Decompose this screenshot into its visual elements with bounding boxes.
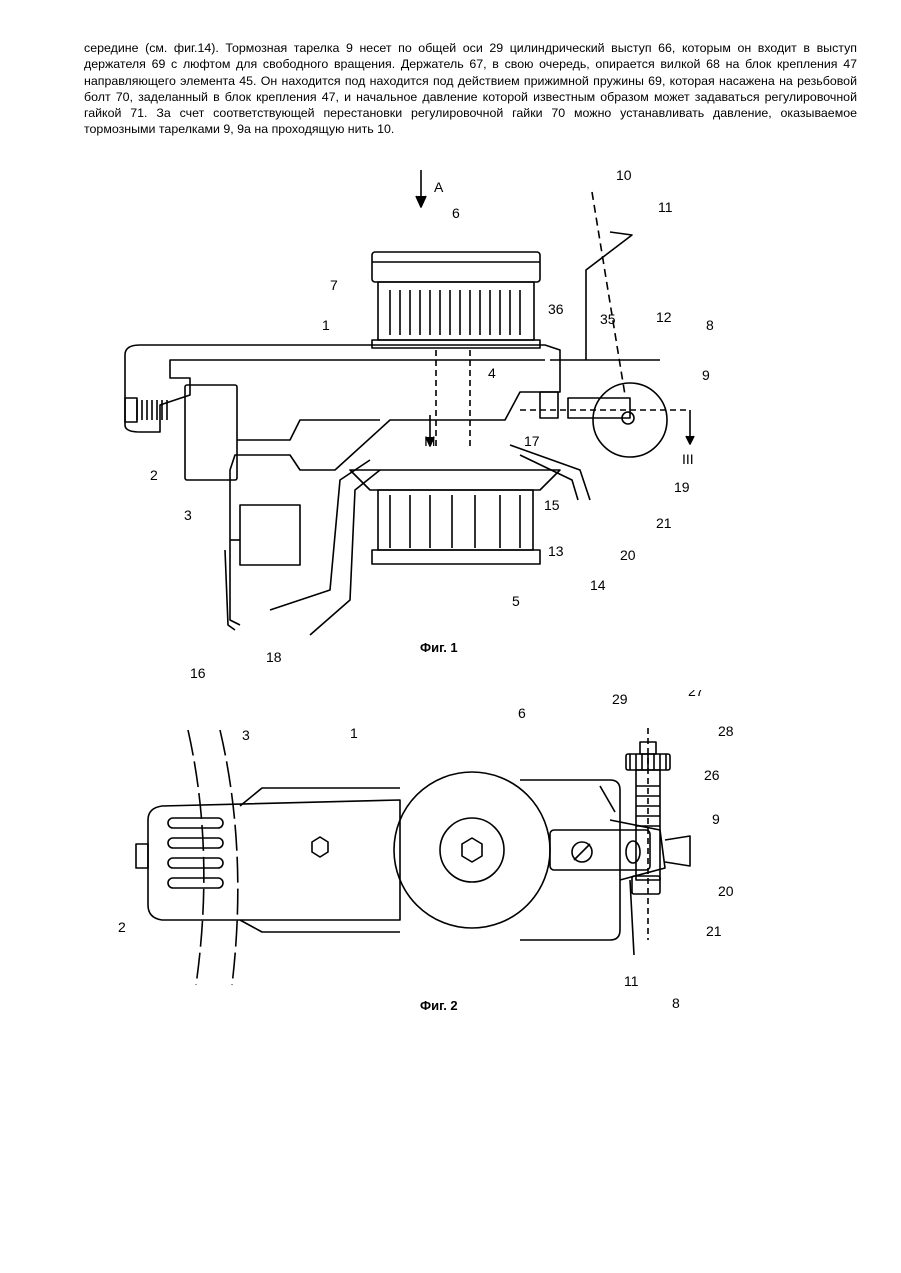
disc-6 xyxy=(394,772,550,928)
label-13: 13 xyxy=(548,543,564,559)
label-21: 21 xyxy=(706,923,722,939)
label-6: 6 xyxy=(452,205,460,221)
label-3: 3 xyxy=(184,507,192,523)
bearing-36 xyxy=(540,392,558,418)
label-section-left: III xyxy=(424,433,436,449)
label-7: 7 xyxy=(330,277,338,293)
label-1: 1 xyxy=(322,317,330,333)
label-10: 10 xyxy=(616,167,632,183)
label-6: 6 xyxy=(518,705,526,721)
label-1: 1 xyxy=(350,725,358,741)
label-3: 3 xyxy=(242,727,250,743)
label-8: 8 xyxy=(672,995,680,1011)
label-21: 21 xyxy=(656,515,672,531)
bolt-2 xyxy=(136,844,148,868)
label-18: 18 xyxy=(266,649,282,665)
label-27: 27 xyxy=(688,690,704,699)
label-4: 4 xyxy=(488,365,496,381)
label-5: 5 xyxy=(512,593,520,609)
label-a: A xyxy=(434,179,444,195)
label-19: 19 xyxy=(674,479,690,495)
holder-block xyxy=(550,830,650,870)
label-section-right: III xyxy=(682,451,694,467)
label-11: 11 xyxy=(624,973,639,989)
label-36: 36 xyxy=(548,301,564,317)
label-35: 35 xyxy=(600,311,616,327)
label-2: 2 xyxy=(118,919,126,935)
brake-disc-9 xyxy=(520,383,694,457)
shaft-4 xyxy=(436,350,470,450)
guide-wire-13-14 xyxy=(510,445,590,500)
threaded-bolt-26 xyxy=(626,728,670,940)
label-28: 28 xyxy=(718,723,734,739)
label-8: 8 xyxy=(706,317,714,333)
housing-1 xyxy=(148,788,400,932)
thread-bracket-11-12 xyxy=(550,232,660,360)
figure-1-drawing: A 6 7 1 4 36 35 12 8 9 10 11 2 3 17 19 2… xyxy=(0,160,901,700)
figure-2-caption: Фиг. 2 xyxy=(420,998,458,1013)
figure-2-drawing: 3 1 6 29 27 28 26 9 20 2 21 11 8 xyxy=(0,690,901,1020)
ribbed-drum-7 xyxy=(372,282,540,348)
label-12: 12 xyxy=(656,309,672,325)
housing-arm-1 xyxy=(125,345,560,625)
label-29: 29 xyxy=(612,691,628,707)
label-14: 14 xyxy=(590,577,606,593)
guide-wire-16-18 xyxy=(225,460,380,635)
label-17: 17 xyxy=(524,433,540,449)
label-2: 2 xyxy=(150,467,158,483)
disc-6 xyxy=(372,252,540,282)
label-9: 9 xyxy=(702,367,710,383)
label-20: 20 xyxy=(620,547,636,563)
label-9: 9 xyxy=(712,811,720,827)
label-15: 15 xyxy=(544,497,560,513)
label-16: 16 xyxy=(190,665,206,681)
thread-10 xyxy=(592,192,625,395)
view-arrow-icon xyxy=(416,170,426,207)
figure-1-caption: Фиг. 1 xyxy=(420,640,458,655)
label-26: 26 xyxy=(704,767,720,783)
label-20: 20 xyxy=(718,883,734,899)
body-paragraph: середине (см. фиг.14). Тормозная тарелка… xyxy=(84,40,857,138)
label-11: 11 xyxy=(658,199,673,215)
lower-drum-5 xyxy=(350,470,560,564)
